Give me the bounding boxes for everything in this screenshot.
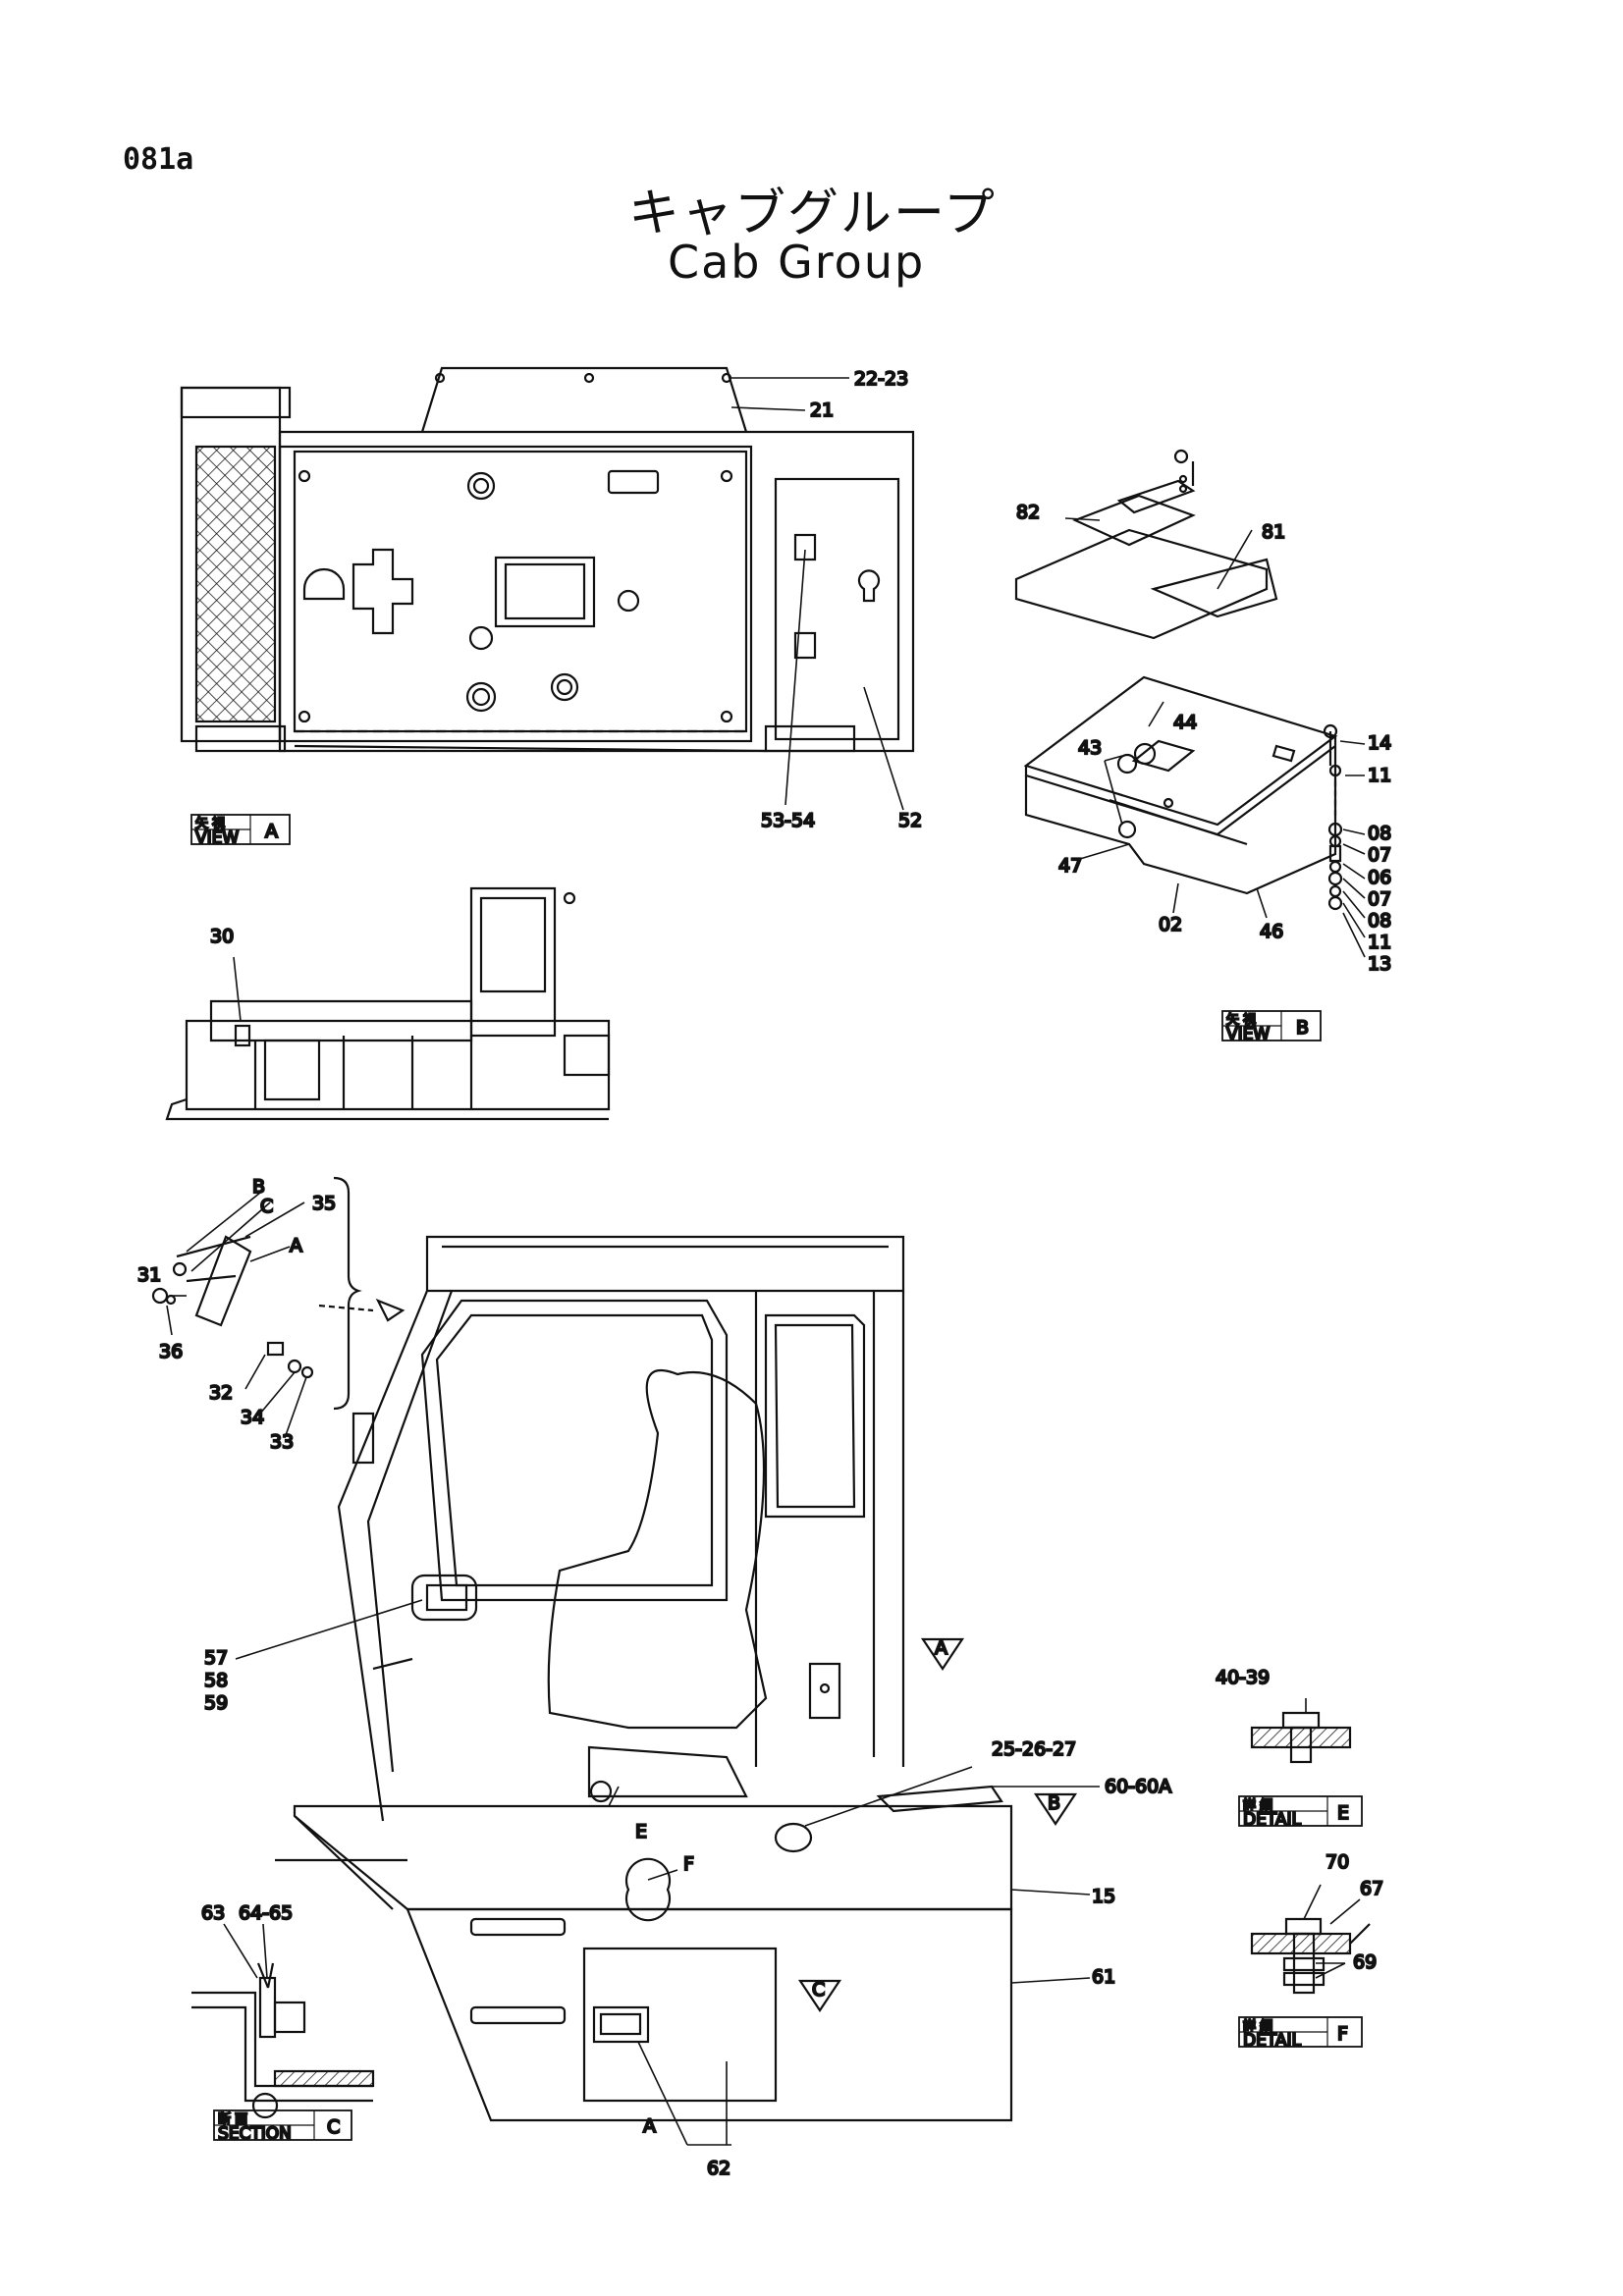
section-c-letter: C [327, 2116, 340, 2138]
view-b-ja: 矢 視 [1226, 1013, 1256, 1028]
section-c-en: SECTION [218, 2124, 292, 2144]
label-11-upper: 11 [1368, 765, 1391, 786]
detail-f-box: 詳 細 DETAIL F [1238, 2016, 1363, 2052]
label-b: B [252, 1176, 265, 1198]
label-82: 82 [1016, 502, 1040, 523]
label-33: 33 [270, 1431, 294, 1453]
mirror-assembly [151, 1176, 406, 1411]
label-30: 30 [210, 926, 234, 947]
view-arrow-b: B [1048, 1792, 1060, 1814]
label-a-door: A [643, 2115, 656, 2137]
detail-f-letter: F [1337, 2023, 1348, 2045]
label-13: 13 [1368, 953, 1391, 975]
label-46: 46 [1260, 921, 1283, 942]
detail-e-letter: E [1337, 1802, 1349, 1824]
label-70: 70 [1325, 1851, 1349, 1873]
label-69: 69 [1353, 1951, 1377, 1973]
view-a-box: 矢 視 VIEW A [190, 814, 291, 849]
label-62: 62 [707, 2158, 730, 2179]
label-64-65: 64-65 [239, 1902, 293, 1924]
label-47: 47 [1058, 855, 1082, 877]
label-58: 58 [204, 1670, 228, 1691]
label-07-lower: 07 [1368, 888, 1391, 910]
view-b-box: 矢 視 VIEW B [1221, 1010, 1322, 1045]
detail-f-en: DETAIL [1243, 2031, 1302, 2051]
view-arrow-a: A [935, 1637, 947, 1659]
label-02: 02 [1159, 914, 1182, 935]
title-japanese: キャブグループ [628, 185, 997, 243]
label-31: 31 [137, 1264, 161, 1286]
view-a-ja: 矢 視 [195, 817, 225, 831]
label-34: 34 [241, 1407, 264, 1428]
label-40-39: 40-39 [1216, 1667, 1270, 1688]
label-61: 61 [1092, 1966, 1115, 1988]
label-08-upper: 08 [1368, 823, 1391, 844]
label-43: 43 [1078, 737, 1102, 759]
view-b-letter: B [1296, 1017, 1309, 1039]
label-81: 81 [1262, 521, 1285, 543]
label-c: C [260, 1196, 273, 1217]
label-44: 44 [1173, 712, 1197, 733]
label-57: 57 [204, 1647, 228, 1669]
label-14: 14 [1368, 732, 1391, 754]
view-a-en: VIEW [195, 828, 239, 848]
label-15: 15 [1092, 1886, 1115, 1907]
label-35: 35 [312, 1193, 336, 1214]
detail-e-ja: 詳 細 [1243, 1797, 1272, 1813]
section-c-drawing [191, 1962, 375, 2119]
part-number-labels: 22-23 21 53-54 52 82 81 44 43 14 11 08 0… [136, 367, 1392, 2180]
detail-e-en: DETAIL [1243, 1810, 1302, 1830]
detail-e-box: 詳 細 DETAIL E [1238, 1795, 1363, 1831]
page-code: 081a [123, 142, 194, 177]
label-22-23: 22-23 [854, 368, 908, 390]
leader-lines [166, 377, 1366, 2146]
view-arrow-c: C [812, 1979, 825, 2001]
label-21: 21 [810, 400, 834, 421]
detail-e-drawing [1250, 1711, 1352, 1764]
view-b-drawing [1014, 449, 1343, 911]
machine-side-view [165, 886, 611, 1121]
label-e-ref: E [635, 1821, 647, 1842]
label-a-mirror: A [290, 1235, 302, 1256]
detail-f-ja: 詳 細 [1243, 2018, 1272, 2034]
label-53-54: 53-54 [761, 810, 815, 831]
label-67: 67 [1360, 1878, 1383, 1899]
label-06: 06 [1368, 867, 1391, 888]
label-11-lower: 11 [1368, 932, 1391, 953]
section-c-box: 断 面 SECTION C [213, 2109, 352, 2145]
title-english: Cab Group [668, 236, 926, 289]
label-59: 59 [204, 1692, 228, 1714]
label-25-26-27: 25-26-27 [992, 1738, 1076, 1760]
label-60-60a: 60-60A [1105, 1776, 1171, 1797]
view-arrow-markers [797, 1637, 1078, 2012]
label-08-lower: 08 [1368, 910, 1391, 932]
label-52: 52 [898, 810, 922, 831]
view-a-letter: A [265, 821, 278, 842]
section-c-ja: 断 面 [218, 2112, 247, 2127]
label-f-ref: F [683, 1853, 694, 1875]
label-07-upper: 07 [1368, 844, 1391, 866]
label-32: 32 [209, 1382, 233, 1404]
view-b-en: VIEW [1226, 1025, 1270, 1044]
detail-f-drawing [1250, 1917, 1371, 1995]
label-63: 63 [201, 1902, 225, 1924]
view-a-drawing [180, 366, 915, 753]
label-36: 36 [159, 1341, 183, 1362]
cab-main-drawing [275, 1235, 1013, 2122]
